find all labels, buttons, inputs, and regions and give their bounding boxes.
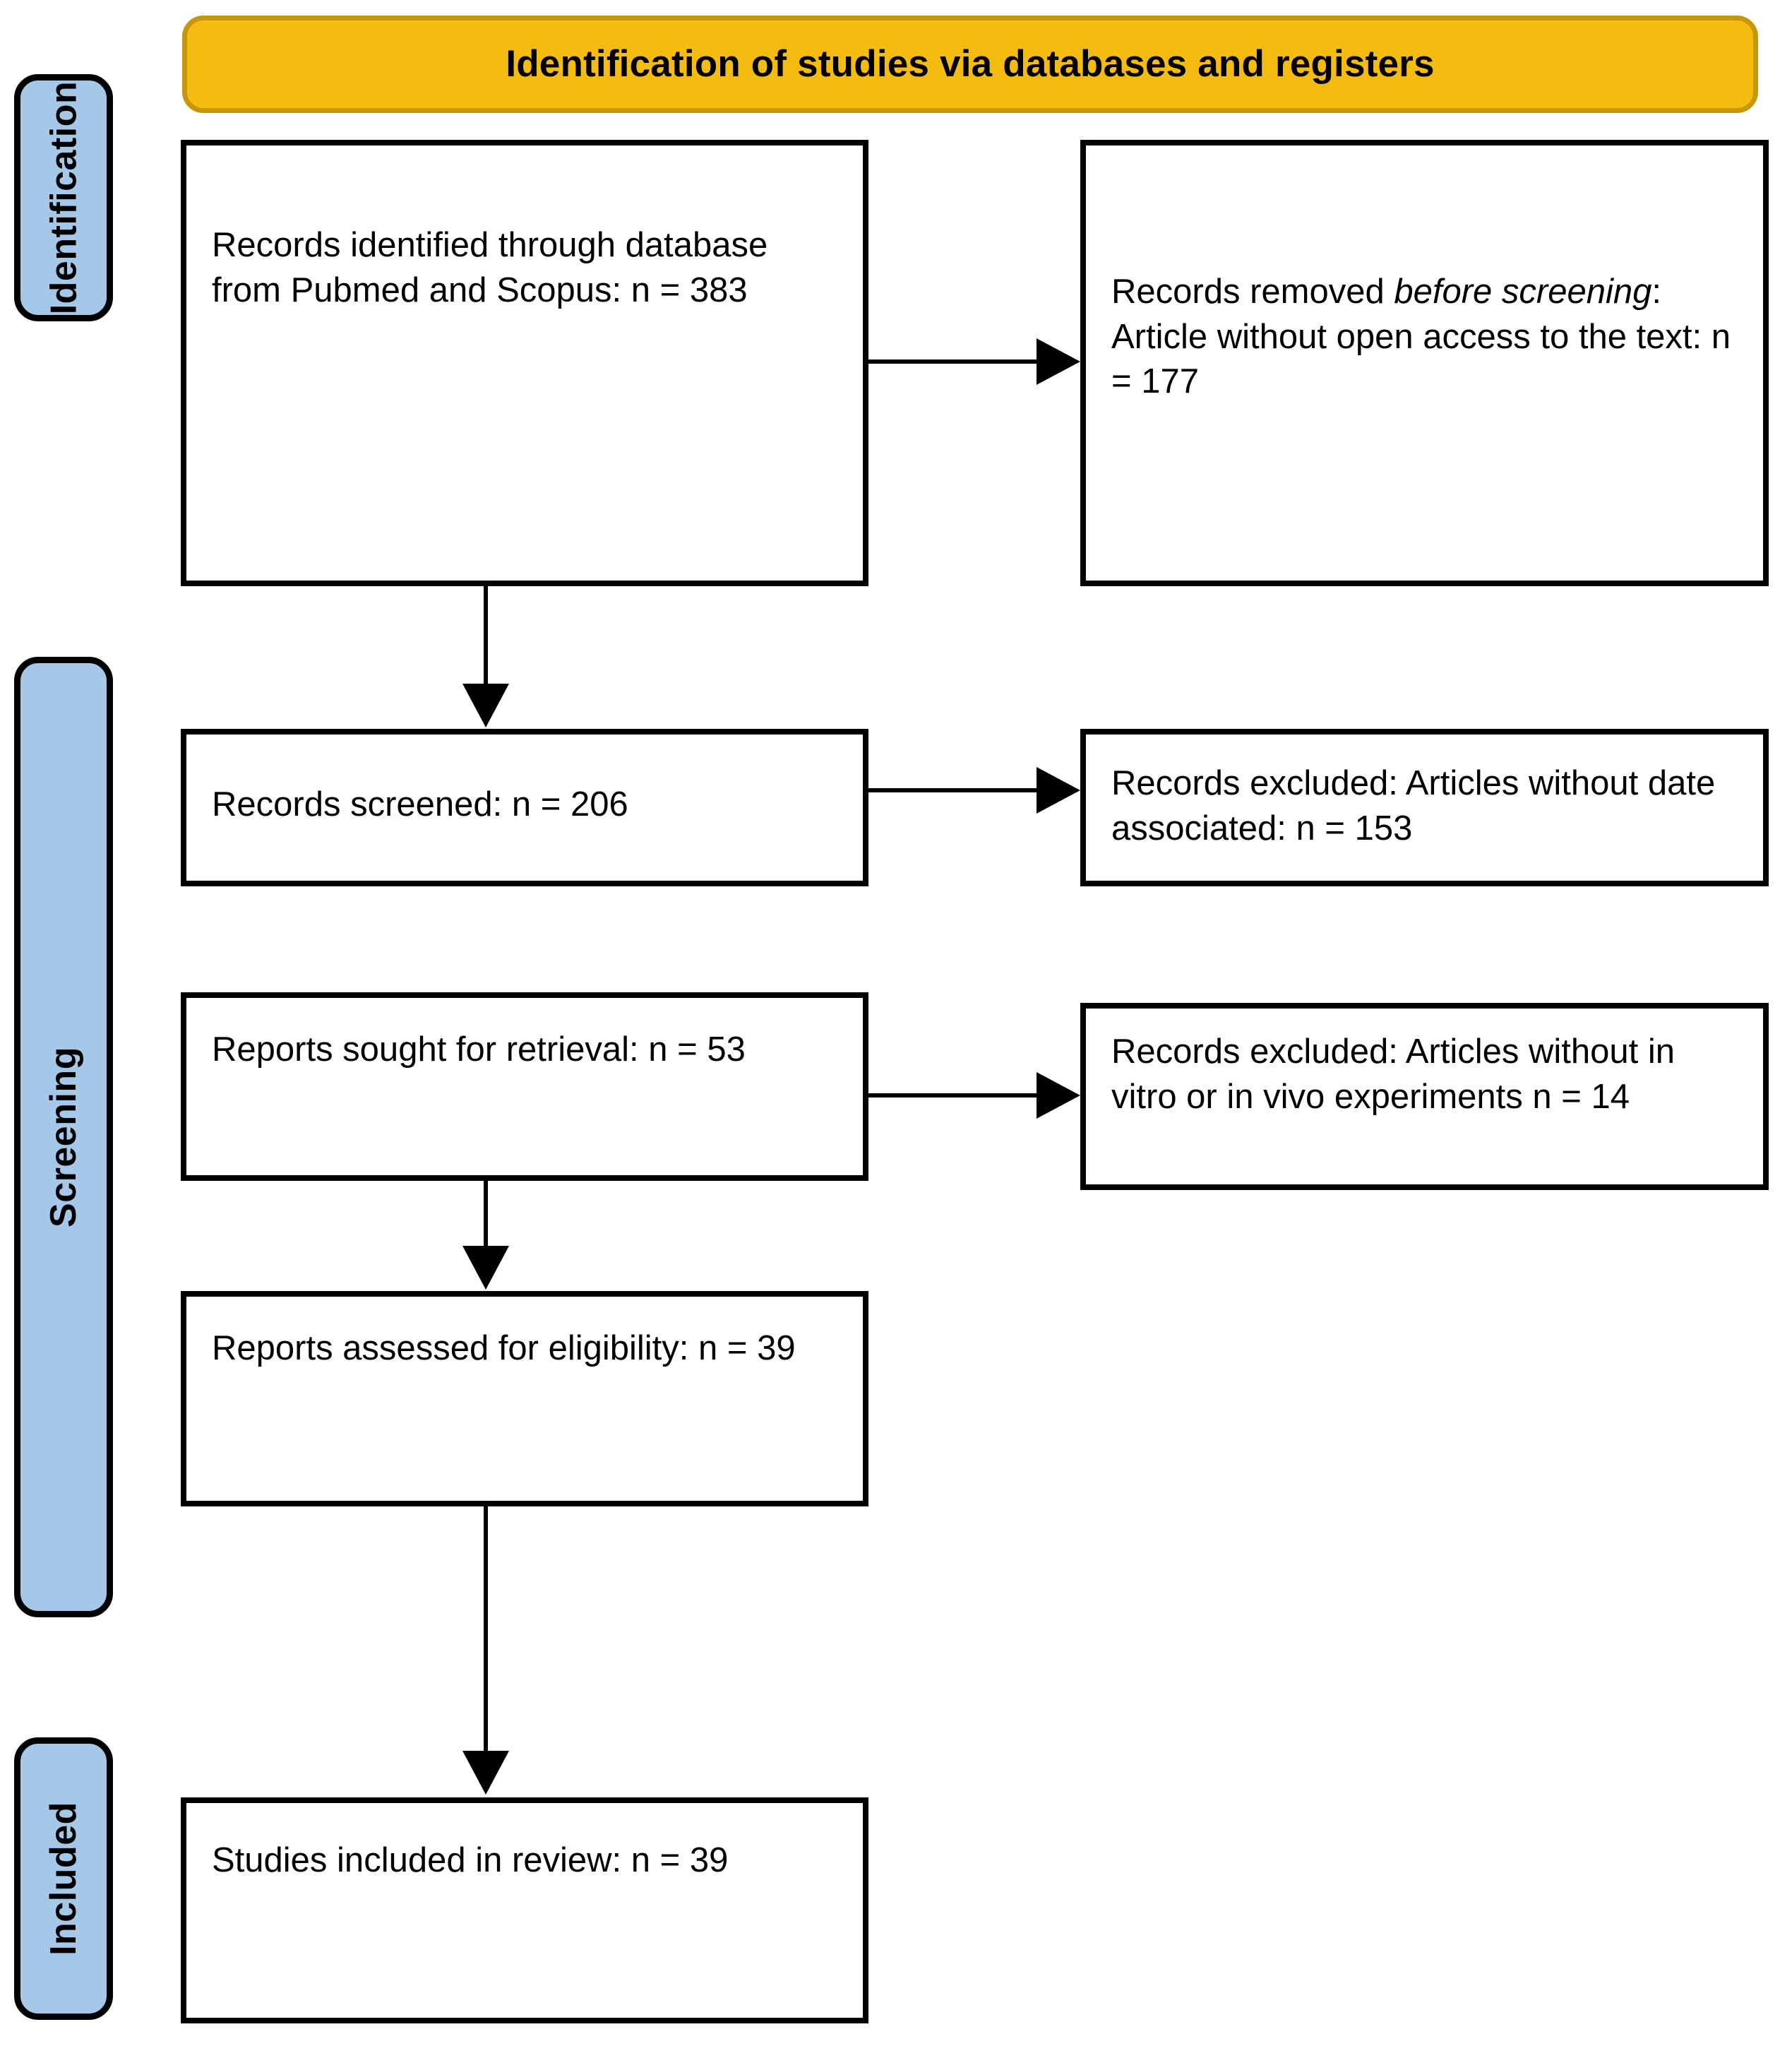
removed-text-part2: : Article without open access to the tex… xyxy=(1111,273,1731,401)
stage-bar-identification: Identification xyxy=(14,74,113,321)
diagram-header-banner: Identification of studies via databases … xyxy=(182,16,1758,113)
box-records-identified-text: Records identified through database from… xyxy=(212,226,768,309)
box-reports-sought-for-retrieval: Reports sought for retrieval: n = 53 xyxy=(181,992,868,1181)
connector-screened-to-excluded-no-date xyxy=(868,788,1041,792)
stage-bar-screening: Screening xyxy=(14,657,113,1617)
box-reports-assessed-for-eligibility: Reports assessed for eligibility: n = 39 xyxy=(181,1291,868,1506)
stage-bar-included: Included xyxy=(14,1737,113,2020)
box-records-removed-before-screening-text: Records removed before screening: Articl… xyxy=(1111,270,1745,405)
box-reports-assessed-for-eligibility-text: Reports assessed for eligibility: n = 39 xyxy=(212,1329,796,1367)
box-records-removed-before-screening: Records removed before screening: Articl… xyxy=(1080,140,1769,586)
stage-bar-screening-label: Screening xyxy=(43,1047,85,1227)
connector-sought-to-assessed xyxy=(484,1181,488,1249)
box-studies-included-in-review-text: Studies included in review: n = 39 xyxy=(212,1841,729,1879)
arrowhead-sought-to-assessed xyxy=(462,1246,509,1290)
connector-assessed-to-included xyxy=(484,1506,488,1754)
arrowhead-identified-to-removed xyxy=(1037,338,1080,385)
stage-bar-included-label: Included xyxy=(43,1802,85,1956)
arrowhead-assessed-to-included xyxy=(462,1751,509,1795)
arrowhead-sought-to-excluded-no-experiments xyxy=(1037,1072,1080,1119)
arrowhead-screened-to-excluded-no-date xyxy=(1037,767,1080,814)
box-records-excluded-no-date: Records excluded: Articles without date … xyxy=(1080,729,1769,886)
stage-bar-identification-label: Identification xyxy=(43,81,84,315)
box-studies-included-in-review: Studies included in review: n = 39 xyxy=(181,1797,868,2023)
diagram-header-title: Identification of studies via databases … xyxy=(506,42,1435,85)
removed-text-italic: before screening xyxy=(1394,273,1652,311)
box-records-screened: Records screened: n = 206 xyxy=(181,729,868,886)
box-reports-sought-for-retrieval-text: Reports sought for retrieval: n = 53 xyxy=(212,1030,746,1069)
connector-sought-to-excluded-no-experiments xyxy=(868,1093,1041,1098)
connector-identified-to-screened xyxy=(484,586,488,686)
box-records-excluded-no-experiments: Records excluded: Articles without in vi… xyxy=(1080,1003,1769,1190)
connector-identified-to-removed xyxy=(868,359,1041,364)
box-records-screened-text: Records screened: n = 206 xyxy=(212,785,628,823)
box-records-excluded-no-date-text: Records excluded: Articles without date … xyxy=(1111,764,1716,847)
box-records-excluded-no-experiments-text: Records excluded: Articles without in vi… xyxy=(1111,1033,1675,1116)
removed-text-part1: Records removed xyxy=(1111,273,1394,311)
arrowhead-identified-to-screened xyxy=(462,684,509,727)
box-records-identified: Records identified through database from… xyxy=(181,140,868,586)
